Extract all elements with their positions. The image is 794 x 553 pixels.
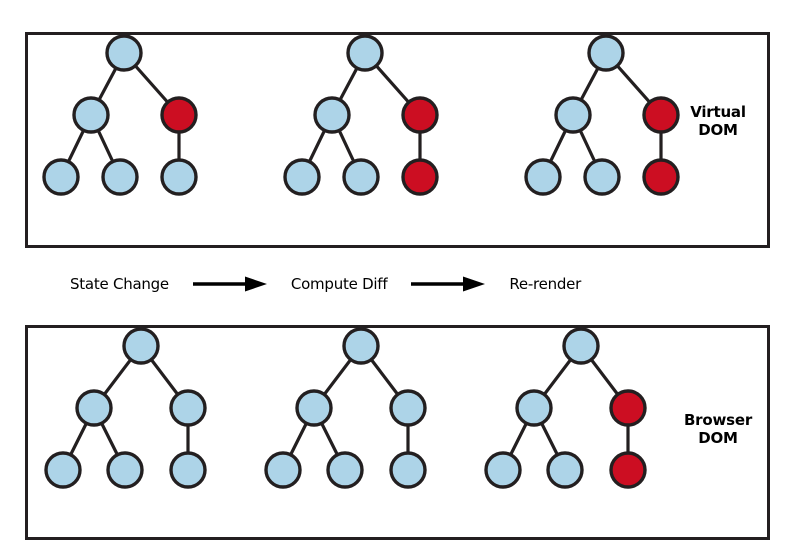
arrow-right-icon: [191, 275, 269, 293]
panel-label-browser-dom-line-2: DOM: [698, 428, 738, 447]
panel-label-virtual-dom-line-2: DOM: [698, 120, 738, 139]
arrow-right-icon: [409, 275, 487, 293]
caption-re-render: Re-render: [509, 275, 581, 293]
caption-compute-diff: Compute Diff: [290, 275, 388, 293]
panel-label-browser-dom-line-1: Browser: [683, 411, 753, 429]
pipeline-caption-row: State Change Compute Diff Re-render: [25, 262, 770, 306]
panel-virtual-dom: [25, 32, 770, 248]
panel-label-virtual-dom-line-1: Virtual: [690, 103, 746, 121]
panel-label-virtual-dom: Virtual DOM: [658, 103, 778, 139]
panel-label-browser-dom: Browser DOM: [658, 411, 778, 447]
caption-state-change: State Change: [70, 275, 169, 293]
